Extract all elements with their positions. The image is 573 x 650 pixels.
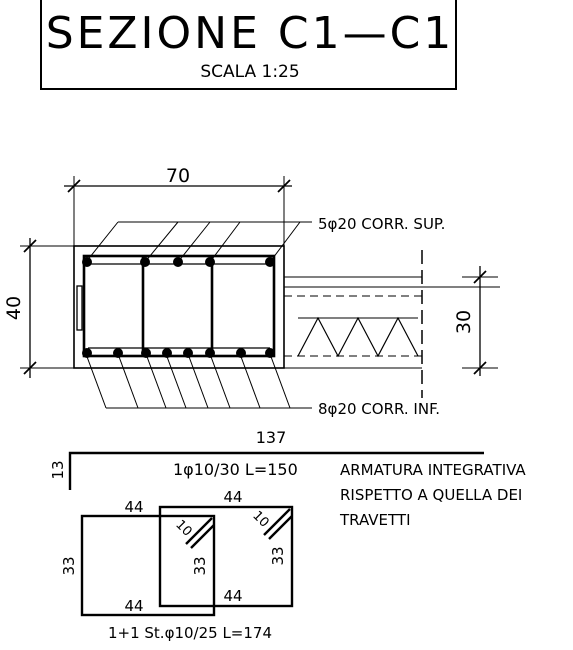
right-stirrup-top-dim: 44: [223, 488, 242, 506]
title-block: SEZIONE C1—C1 SCALA 1:25: [40, 0, 457, 90]
note-line-3: TRAVETTI: [339, 511, 411, 529]
drawing-title: SEZIONE C1—C1: [46, 8, 455, 59]
top-bars-label: 5φ20 CORR. SUP.: [318, 215, 445, 233]
left-stirrup-bottom-dim: 44: [124, 597, 143, 615]
joist-slab: [284, 250, 500, 398]
height-dimension: 40: [3, 238, 74, 378]
left-hook-dim: 10: [172, 517, 194, 539]
right-hook-dim: 10: [249, 508, 271, 530]
bottom-bars-label: 8φ20 CORR. INF.: [318, 400, 440, 418]
bottom-rebars: [82, 348, 275, 358]
section-stirrups: [76, 254, 276, 358]
beam-outline: [73, 245, 285, 369]
bar-schedule: 137 13 1φ10/30 L=150 ARMATURA INTEGRATIV…: [49, 428, 526, 529]
top-bars-leaders: [85, 221, 312, 263]
left-stirrup-top-dim: 44: [124, 498, 143, 516]
cross-section: 70 40 5: [3, 165, 500, 418]
note-line-1: ARMATURA INTEGRATIVA: [340, 461, 526, 479]
drawing-scale: SCALA 1:25: [200, 62, 299, 82]
stirrup-hooks: [185, 508, 293, 549]
stirrup-schedule: 44 44 44 44 33 33 33 10 10 1+1 St.φ10/25…: [60, 488, 294, 642]
height-dimension-label: 40: [3, 296, 25, 320]
left-stirrup: [80, 514, 216, 617]
right-stirrup-bottom-dim: 44: [223, 587, 242, 605]
beam-height-dimension: 30: [453, 266, 498, 376]
bar-hook-label: 13: [49, 460, 67, 479]
l-bar-shape: [68, 451, 484, 490]
note-line-2: RISPETTO A QUELLA DEI: [340, 486, 522, 504]
bar-spec: 1φ10/30 L=150: [173, 460, 298, 479]
width-dimension-label: 70: [166, 165, 190, 187]
title-frame: [40, 0, 457, 90]
right-stirrup: [158, 505, 294, 608]
width-dimension: 70: [64, 165, 292, 246]
stirrup-spec: 1+1 St.φ10/25 L=174: [108, 624, 272, 642]
right-stirrup-side-dim: 33: [269, 546, 287, 565]
top-rebars: [82, 257, 275, 267]
left-stirrup-side-dim: 33: [60, 556, 78, 575]
inner-stirrup-side-dim: 33: [191, 556, 209, 575]
bottom-bars-leaders: [85, 353, 312, 409]
beam-height-dimension-label: 30: [453, 310, 475, 334]
bar-length-label: 137: [256, 428, 287, 447]
